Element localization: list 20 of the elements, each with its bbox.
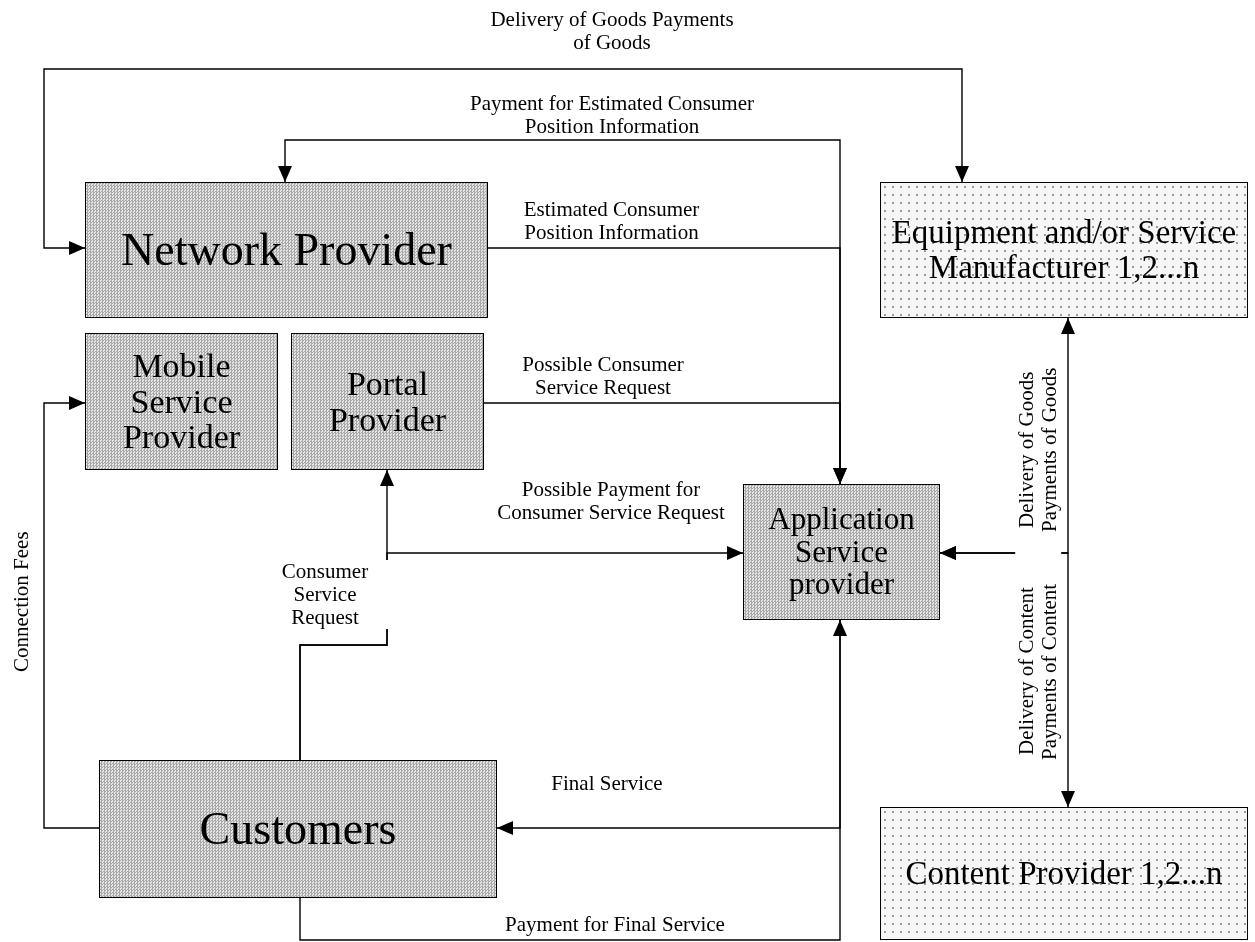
connector-arrow <box>939 546 1075 808</box>
box-label: Portal Provider <box>327 365 448 438</box>
process-box <box>880 807 1248 940</box>
process-box <box>880 182 1248 318</box>
process-box <box>99 760 497 898</box>
box-label: Customers <box>198 804 398 854</box>
process-box <box>743 484 940 620</box>
process-box <box>291 333 484 470</box>
box-label: Equipment and/or Service Manufacturer 1,2...n <box>890 215 1238 285</box>
connector-arrow <box>299 619 847 941</box>
box-label: Network Provider <box>120 225 453 275</box>
box-label: Content Provider 1,2...n <box>904 856 1224 891</box>
process-box <box>85 333 278 470</box>
connector-arrow <box>43 396 100 829</box>
connector-arrow <box>299 546 744 761</box>
process-box <box>85 182 488 318</box>
box-label: Application Service provider <box>767 503 916 601</box>
connector-arrow <box>483 402 847 485</box>
box-label: Mobile Service Provider <box>121 347 242 456</box>
connector-arrow <box>43 68 969 255</box>
